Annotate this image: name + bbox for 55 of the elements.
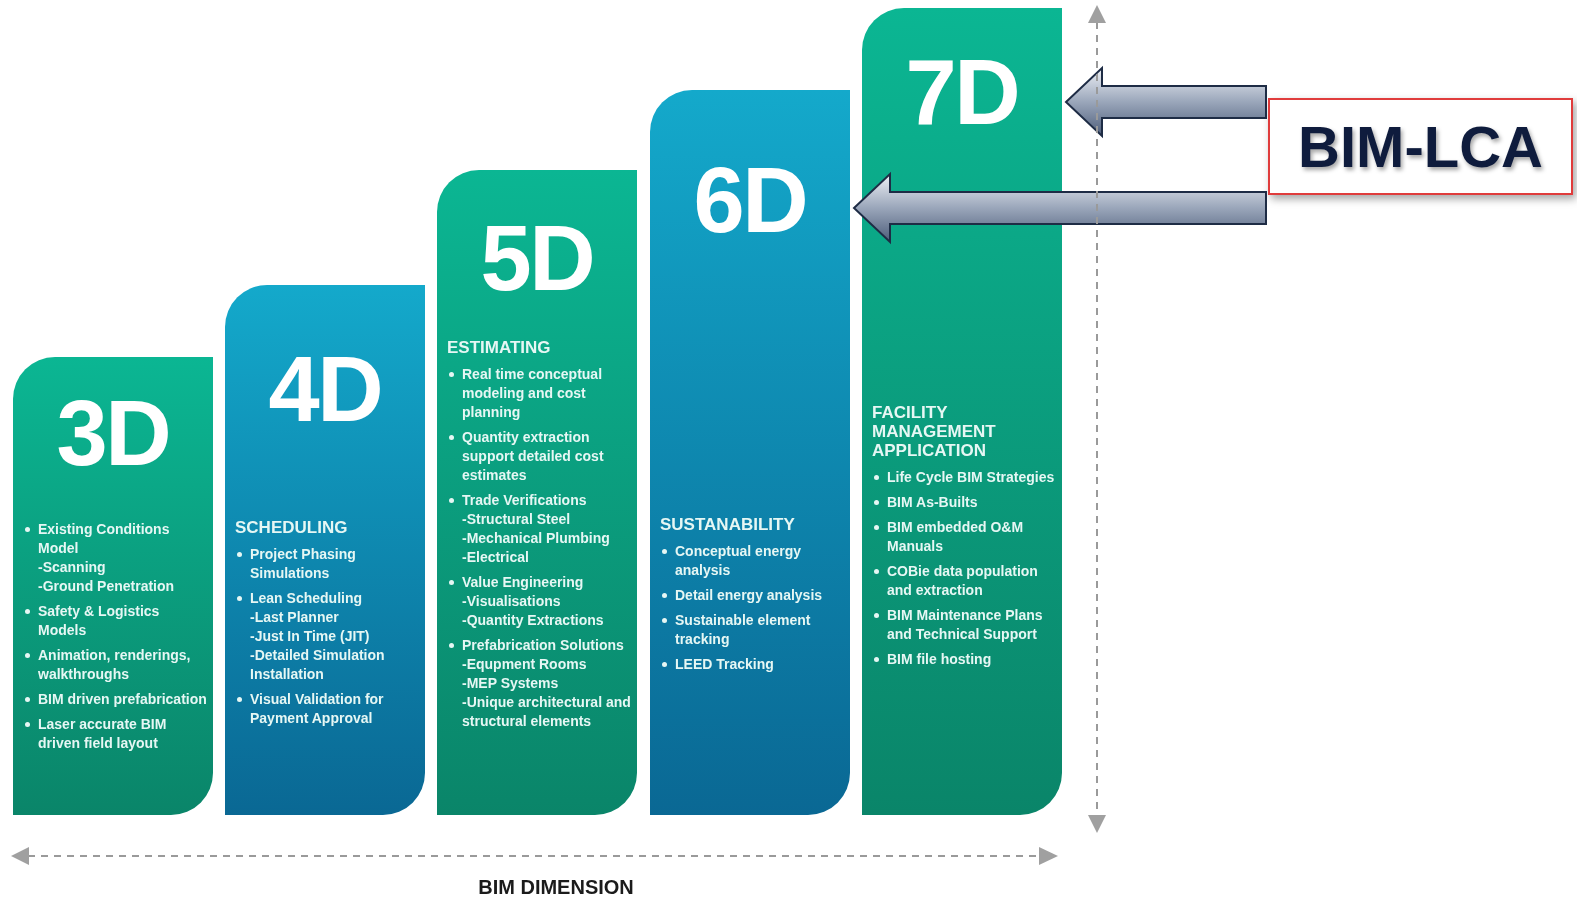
sub-item: -Last Planner <box>250 608 340 627</box>
bullet-item: BIM Maintenance Plans and Technical Support <box>872 606 1058 644</box>
bullet-item: COBie data population and extraction <box>872 562 1058 600</box>
sub-item: -Scanning <box>38 558 107 577</box>
bullet-item: Laser accurate BIM driven field layout <box>23 715 209 753</box>
dimension-column <box>650 90 850 815</box>
bullet-item: Conceptual energy analysis <box>660 542 846 580</box>
bullet-item: Value Engineering <box>447 573 633 592</box>
sub-item: -Visualisations <box>462 592 562 611</box>
sub-item: -Structural Steel <box>462 510 572 529</box>
bullet-item: Project Phasing Simulations <box>235 545 421 583</box>
label-box <box>1268 98 1573 195</box>
bullet-item: Trade Verifications <box>447 491 633 510</box>
section-heading: FACILITY MANAGEMENT APPLICATION <box>872 403 997 460</box>
sub-item: -Just In Time (JIT) <box>250 627 371 646</box>
dimension-title: 5D <box>479 212 595 304</box>
bullet-item: BIM embedded O&M Manuals <box>872 518 1058 556</box>
bullet-item: Safety & Logistics Models <box>23 602 209 640</box>
sub-item: -Quantity Extractions <box>462 611 605 630</box>
bullet-item: BIM As-Builts <box>872 493 1058 512</box>
arrow <box>1064 65 1267 139</box>
bullet-item: Real time conceptual modeling and cost planning <box>447 365 633 422</box>
bullet-item: Sustainable element tracking <box>660 611 846 649</box>
section-heading: SCHEDULING <box>235 518 349 537</box>
sub-item: -MEP Systems <box>462 674 560 693</box>
sub-item: -Unique architectural and structural elements <box>462 693 632 731</box>
sub-item: -Mechanical Plumbing <box>462 529 611 548</box>
dimension-column <box>437 170 637 815</box>
bullet-item: Lean Scheduling <box>235 589 421 608</box>
section-heading: SUSTANABILITY <box>660 515 796 534</box>
sub-item: -Electrical <box>462 548 530 567</box>
dimension-column <box>13 357 213 815</box>
arrow <box>852 171 1267 245</box>
dimension-column <box>225 285 425 815</box>
bullet-item: Quantity extraction support detailed cost estimates <box>447 428 633 485</box>
section-heading: ESTIMATING <box>447 338 552 357</box>
dimension-title: 7D <box>904 46 1020 138</box>
bullet-item: Prefabrication Solutions <box>447 636 633 655</box>
axis-label: BIM DIMENSION <box>477 875 635 899</box>
bullet-item: Animation, renderings, walkthroughs <box>23 646 209 684</box>
bullet-item: BIM file hosting <box>872 650 1058 669</box>
sub-item: -Detailed Simulation Installation <box>250 646 386 684</box>
box-label: BIM-LCA <box>1298 117 1543 176</box>
bullet-item: Detail energy analysis <box>660 586 846 605</box>
bullet-item: BIM driven prefabrication <box>23 690 209 709</box>
dimension-title: 3D <box>55 387 171 479</box>
bullet-item: Existing Conditions Model <box>23 520 209 558</box>
bullet-item: Life Cycle BIM Strategies <box>872 468 1058 487</box>
bullet-item: Visual Validation for Payment Approval <box>235 690 421 728</box>
sub-item: -Equpment Rooms <box>462 655 588 674</box>
sub-item: -Ground Penetration <box>38 577 176 596</box>
bullet-item: LEED Tracking <box>660 655 846 674</box>
dimension-title: 4D <box>267 343 383 435</box>
dimension-title: 6D <box>692 154 808 246</box>
dimension-column <box>862 8 1062 815</box>
